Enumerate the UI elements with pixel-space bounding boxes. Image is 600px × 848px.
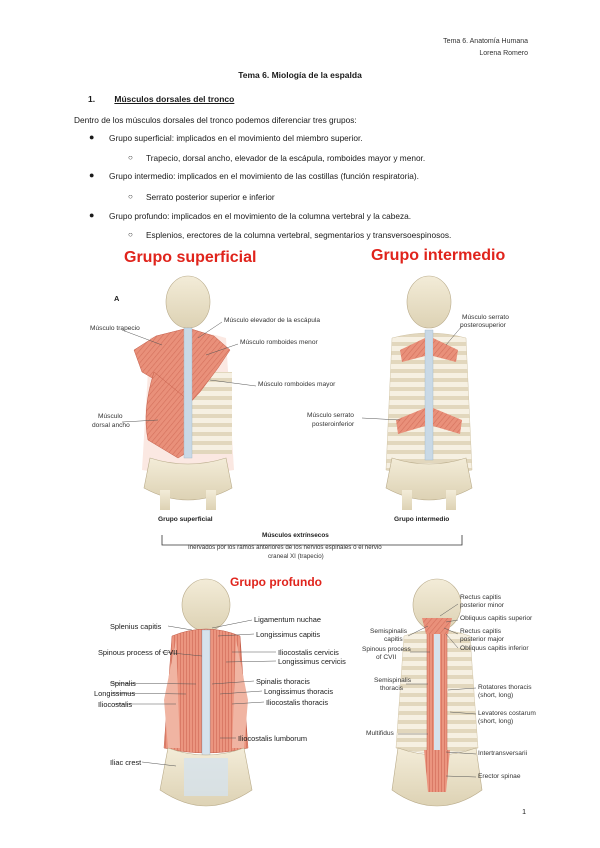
- label-iliocostalis-cervicis: Iliocostalis cervicis: [278, 648, 339, 657]
- figure-deep-right: [391, 578, 483, 807]
- caption-superficial: Grupo superficial: [158, 516, 213, 523]
- caption-intermediate: Grupo intermedio: [394, 516, 450, 523]
- label-ligamentum-nuchae: Ligamentum nuchae: [254, 615, 321, 624]
- label-obliquus-inferior: Obliquus capitis inferior: [460, 645, 529, 652]
- section-number: 1.: [88, 94, 96, 104]
- sub-bullet-icon: ○: [128, 230, 133, 239]
- bullet-text: Grupo profundo: implicados en el movimie…: [109, 211, 412, 221]
- bullet-text: Grupo superficial: implicados en el movi…: [109, 133, 363, 143]
- label-splenius-capitis: Splenius capitis: [110, 622, 162, 631]
- label-elevador: Músculo elevador de la escápula: [224, 317, 321, 324]
- label-rcp-minor-2: posterior minor: [460, 602, 504, 609]
- label-semi-thoracis-2: thoracis: [380, 685, 404, 692]
- figure-title-deep: Grupo profundo: [230, 575, 322, 589]
- label-semi-thoracis-1: Semispinalis: [374, 677, 412, 684]
- label-semispinalis-1: Semispinalis: [370, 628, 408, 635]
- label-romboides-menor: Músculo romboides menor: [240, 339, 318, 346]
- page-number: 1: [522, 809, 526, 816]
- label-multifidus: Multifidus: [366, 730, 394, 737]
- label-levatores-1: Levatores costarum: [478, 710, 536, 717]
- label-spinalis-thoracis: Spinalis thoracis: [256, 677, 310, 686]
- label-serrato-sup-2: posterosuperior: [460, 322, 506, 329]
- pelvis-icon: [385, 457, 473, 501]
- brace-line-2: craneal XI (trapecio): [268, 553, 324, 560]
- bullet-text: Grupo intermedio: implicados en el movim…: [109, 171, 419, 181]
- label-rcp-major-1: Rectus capitis: [460, 628, 502, 635]
- label-iliac-crest: Iliac crest: [110, 758, 142, 767]
- label-obliquus-superior: Obliquus capitis superior: [460, 615, 533, 622]
- page-title: Tema 6. Miología de la espalda: [238, 70, 362, 80]
- panel-letter: A: [114, 294, 120, 303]
- label-dorsal-2: dorsal ancho: [92, 422, 130, 429]
- label-erector-spinae: Erector spinae: [478, 773, 521, 780]
- label-dorsal-1: Músculo: [98, 413, 123, 420]
- sub-bullet-icon: ○: [128, 192, 133, 201]
- label-spinous-cvii: Spinous process of CVII: [98, 648, 178, 657]
- label-rotatores-2: (short, long): [478, 692, 514, 699]
- bullet-icon: ●: [89, 210, 95, 220]
- sub-bullet-text: Trapecio, dorsal ancho, elevador de la e…: [146, 153, 426, 163]
- label-rotatores-1: Rotatores thoracis: [478, 684, 532, 691]
- section-title: Músculos dorsales del tronco: [114, 94, 235, 104]
- figure-title-intermediate: Grupo intermedio: [371, 247, 506, 264]
- brace-bracket: [161, 535, 463, 546]
- header-line-2: Lorena Romero: [479, 50, 528, 57]
- skull-icon: [406, 275, 452, 329]
- label-serrato-sup-1: Músculo serrato: [462, 314, 509, 321]
- label-spinalis: Spinalis: [110, 679, 136, 688]
- label-serrato-inf-1: Músculo serrato: [307, 412, 354, 419]
- header-line-1: Tema 6. Anatomía Humana: [443, 38, 528, 45]
- label-spinous-r-1: Spinous process: [362, 646, 411, 653]
- figure-title-superficial: Grupo superficial: [124, 249, 257, 266]
- skull-icon: [165, 275, 211, 329]
- label-longissimus-thoracis: Longissimus thoracis: [264, 687, 334, 696]
- brace-title: Músculos extrínsecos: [262, 532, 329, 539]
- label-rcp-minor-1: Rectus capitis: [460, 594, 502, 601]
- label-longissimus-cervicis: Longissimus cervicis: [278, 657, 346, 666]
- sub-bullet-icon: ○: [128, 153, 133, 162]
- label-levatores-2: (short, long): [478, 718, 514, 725]
- figure-deep-left: [109, 578, 277, 807]
- label-iliocostalis-lumborum: Iliocostalis lumborum: [238, 734, 308, 743]
- pelvis-icon: [143, 457, 233, 501]
- label-longissimus-capitis: Longissimus capitis: [256, 630, 321, 639]
- label-spinous-r-2: of CVII: [376, 654, 397, 661]
- bullet-icon: ●: [89, 132, 95, 142]
- label-semispinalis-2: capitis: [384, 636, 403, 643]
- label-longissimus: Longissimus: [94, 689, 136, 698]
- bullet-icon: ●: [89, 170, 95, 180]
- figure-intermediate: [361, 275, 473, 510]
- sub-bullet-text: Serrato posterior superior e inferior: [146, 192, 275, 202]
- label-serrato-inf-2: posteroinferior: [312, 421, 355, 428]
- skull-icon: [181, 578, 231, 632]
- page-header: Tema 6. Anatomía Humana Lorena Romero: [443, 36, 528, 60]
- intro-paragraph: Dentro de los músculos dorsales del tron…: [74, 115, 357, 125]
- label-trapecio: Músculo trapecio: [90, 325, 140, 332]
- section-heading: 1. Músculos dorsales del tronco: [88, 94, 234, 104]
- label-iliocostalis: Iliocostalis: [98, 700, 133, 709]
- brace-line-1: Inervados por los ramos anteriores de lo…: [188, 544, 382, 551]
- label-romboides-mayor: Músculo romboides mayor: [258, 381, 336, 388]
- label-rcp-major-2: posterior major: [460, 636, 504, 643]
- label-iliocostalis-thoracis: Iliocostalis thoracis: [266, 698, 329, 707]
- label-intertransversarii: Intertransversarii: [478, 750, 528, 757]
- figure-superficial: [121, 275, 257, 510]
- sub-bullet-text: Esplenios, erectores de la columna verte…: [146, 230, 452, 240]
